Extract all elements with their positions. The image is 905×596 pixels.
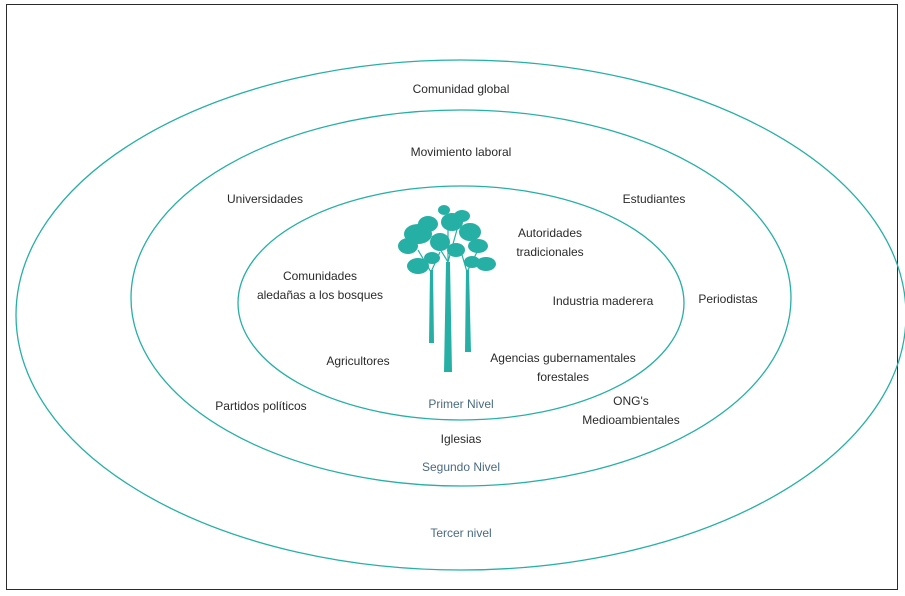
label-agencias-gubernamentales: Agencias gubernamentales forestales [490,351,636,384]
third-level-ring [15,59,905,571]
label-comunidad-global: Comunidad global [412,82,510,96]
label-partidos-politicos: Partidos políticos [215,399,307,413]
label-comunidades-aledanas: Comunidades aledañas a los bosques [256,269,384,302]
label-estudiantes: Estudiantes [622,192,686,206]
diagram-frame [6,4,898,590]
label-ongs-medioambientales: ONG's Medioambientales [582,394,680,427]
tree-icon [398,205,496,372]
label-tercer-nivel: Tercer nivel [430,526,492,540]
label-agricultores: Agricultores [326,354,390,368]
label-industria-maderera: Industria maderera [552,294,654,308]
second-level-ring [130,109,792,487]
label-universidades: Universidades [226,192,304,206]
label-periodistas: Periodistas [698,292,758,306]
first-level-ring [237,185,685,421]
label-iglesias: Iglesias [440,432,482,446]
label-primer-nivel: Primer Nivel [428,397,494,411]
label-segundo-nivel: Segundo Nivel [421,460,501,474]
label-movimiento-laboral: Movimiento laboral [410,145,512,159]
label-autoridades-tradicionales: Autoridades tradicionales [516,226,584,259]
